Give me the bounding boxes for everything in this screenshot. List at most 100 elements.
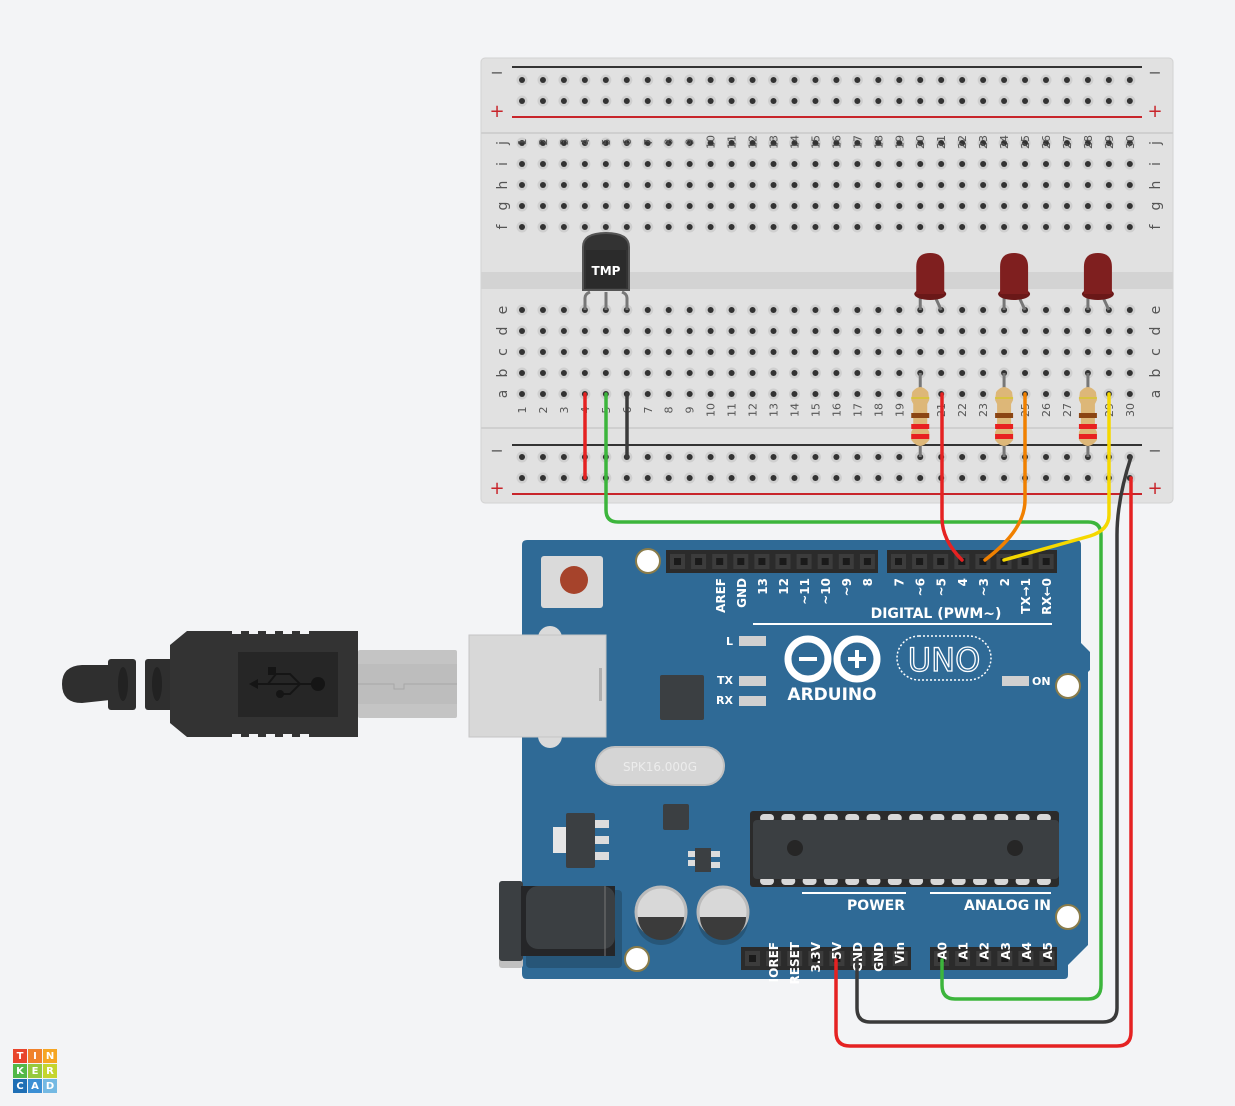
temperature-sensor[interactable]: TMP	[582, 231, 630, 310]
hole-center	[875, 370, 882, 376]
regulator-pin	[595, 852, 609, 860]
rail-plus-label: +	[1147, 101, 1162, 122]
row-letter: i	[495, 162, 511, 166]
hole-center	[644, 224, 651, 230]
hole-center	[602, 77, 609, 83]
power-header	[741, 947, 911, 970]
hole-center	[938, 182, 945, 188]
hole-center	[1105, 98, 1112, 104]
hole-center	[833, 182, 840, 188]
hole-center	[854, 77, 861, 83]
column-number: 2	[537, 139, 550, 146]
hole-center	[980, 140, 987, 146]
hole-center	[980, 98, 987, 104]
hole-center	[644, 349, 651, 355]
column-number: 25	[1019, 135, 1032, 149]
row-letter: g	[1148, 202, 1164, 211]
regulator-tab	[553, 827, 567, 853]
rail-minus-label: −	[490, 63, 503, 82]
usb-cable[interactable]	[62, 631, 457, 737]
wire-led3-to-pin2[interactable]	[1002, 392, 1111, 562]
breadboard-center-channel	[481, 272, 1173, 289]
hole-center	[560, 370, 567, 376]
hole-center	[728, 98, 735, 104]
logo-letter: D	[43, 1079, 57, 1093]
hole-center	[1084, 77, 1091, 83]
uno-model: UNO	[908, 641, 981, 679]
pin-socket	[812, 955, 820, 962]
hole-center	[686, 182, 693, 188]
hole-center	[875, 140, 882, 146]
power-on-led	[1002, 676, 1029, 686]
reset-button[interactable]	[560, 566, 588, 594]
digital-pin-label: ~3	[977, 578, 991, 596]
rail-plus-label: +	[489, 101, 504, 122]
column-number: 14	[788, 135, 801, 149]
led[interactable]	[998, 253, 1031, 311]
hole-center	[770, 182, 777, 188]
pin-socket	[895, 558, 902, 565]
hole-center	[539, 391, 546, 397]
wire-led2-to-pin3[interactable]	[983, 392, 1027, 562]
hole-center	[791, 328, 798, 334]
logo-plus-loop	[833, 635, 881, 683]
breadboard[interactable]: 1122334455667788991010111112121313141415…	[480, 57, 1174, 504]
column-number: 19	[893, 403, 906, 417]
hole-center	[1063, 224, 1070, 230]
analog-pin-label: A5	[1041, 942, 1055, 960]
dc-power-jack[interactable]	[499, 881, 622, 968]
hole-center	[770, 307, 777, 313]
hole-center	[833, 98, 840, 104]
hole-center	[581, 328, 588, 334]
hole-center	[519, 98, 525, 104]
wire-5v[interactable]	[834, 476, 1133, 1048]
resistor[interactable]	[995, 373, 1014, 457]
hole-center	[1063, 77, 1070, 83]
wire-tmp-signal-to-a0[interactable]	[604, 392, 1103, 1001]
hole-center	[1084, 475, 1091, 481]
hole-center	[644, 370, 651, 376]
column-number: 18	[872, 135, 885, 149]
hole-center	[812, 98, 819, 104]
hole-center	[602, 98, 609, 104]
column-number: 4	[579, 139, 592, 146]
column-number: 3	[558, 407, 571, 414]
hole-center	[980, 182, 987, 188]
hole-center	[560, 454, 567, 460]
hole-center	[1105, 161, 1112, 167]
row-letter: c	[1148, 348, 1164, 356]
tmp-leg	[583, 290, 591, 310]
hole-center	[644, 98, 651, 104]
hole-center	[644, 161, 651, 167]
hole-center	[519, 370, 525, 376]
hole-center	[875, 349, 882, 355]
hole-center	[623, 98, 630, 104]
hole-center	[519, 77, 525, 83]
digital-pin-label: ~6	[914, 578, 928, 596]
hole-center	[644, 454, 651, 460]
hole-center	[749, 182, 756, 188]
hole-center	[770, 77, 777, 83]
hole-center	[665, 140, 672, 146]
hole-center	[980, 475, 987, 481]
pin-socket	[674, 558, 681, 565]
wire-ground[interactable]	[855, 455, 1133, 1024]
usb-port[interactable]	[468, 634, 607, 738]
hole-center	[959, 203, 966, 209]
resistor[interactable]	[911, 373, 930, 457]
led-tx-indicator	[739, 676, 766, 686]
power-pin-label: RESET	[788, 941, 802, 984]
wire-led1-to-pin4[interactable]	[940, 392, 964, 562]
hole-center	[1043, 77, 1049, 83]
resistor[interactable]	[1078, 373, 1097, 457]
digital-pin-label: ~10	[819, 578, 833, 605]
hole-center	[1126, 182, 1133, 188]
hole-center	[665, 328, 672, 334]
hole-center	[1043, 349, 1049, 355]
led[interactable]	[1081, 253, 1114, 311]
led[interactable]	[914, 253, 947, 311]
digital-pin-label: ~9	[840, 578, 854, 596]
